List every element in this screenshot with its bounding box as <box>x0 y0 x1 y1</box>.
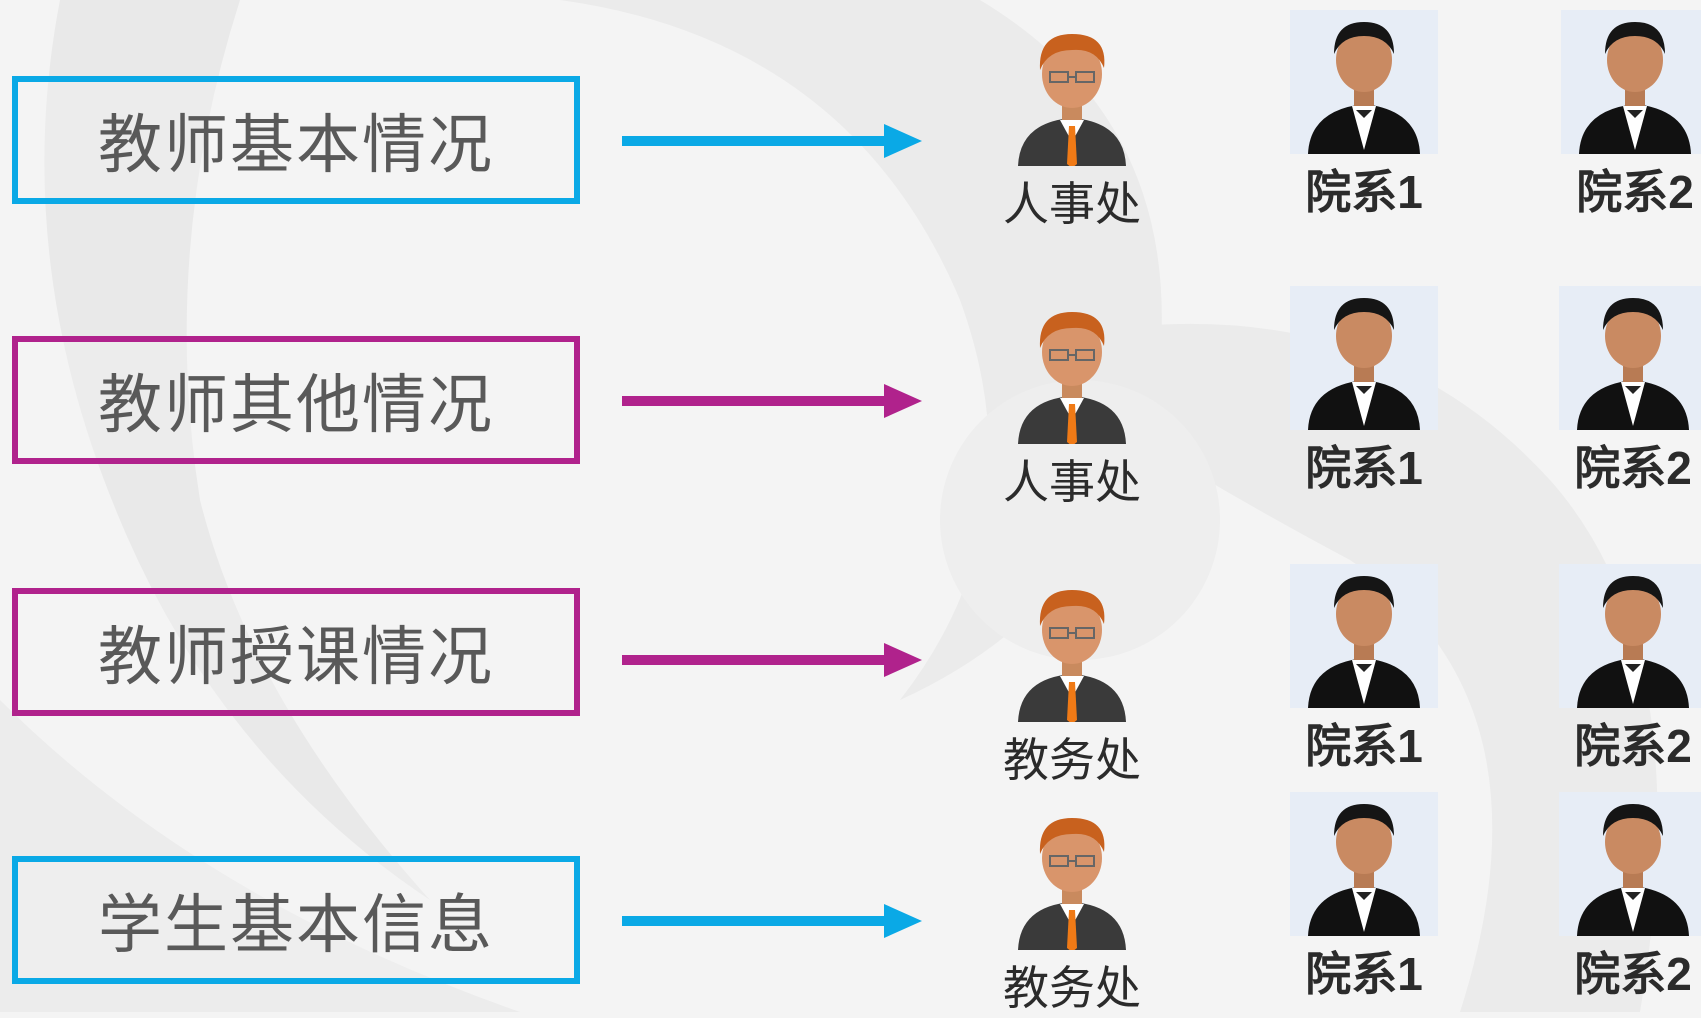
department-node-1: 院系1 <box>1279 286 1449 498</box>
department-node-2: 院系2 <box>1550 10 1701 222</box>
department-node-2: 院系2 <box>1548 564 1701 776</box>
department-person-icon <box>1290 564 1438 708</box>
department-label: 院系2 <box>1574 720 1692 772</box>
row-label-teacher-other: 教师其他情况 <box>12 336 580 464</box>
department-person-icon <box>1561 10 1701 154</box>
office-manager-icon <box>1018 818 1126 950</box>
department-node-2: 院系2 <box>1548 792 1701 1004</box>
office-node: 教务处 <box>987 578 1157 790</box>
office-label: 人事处 <box>1003 178 1141 230</box>
department-node-1: 院系1 <box>1279 792 1449 1004</box>
office-manager-icon <box>1018 34 1126 166</box>
department-label: 院系2 <box>1574 948 1692 1000</box>
department-node-1: 院系1 <box>1279 564 1449 776</box>
department-node-2: 院系2 <box>1548 286 1701 498</box>
department-label: 院系2 <box>1576 166 1694 218</box>
department-person-icon <box>1290 286 1438 430</box>
department-person-icon <box>1559 286 1701 430</box>
office-label: 教务处 <box>1003 962 1141 1014</box>
arrow-right-icon <box>622 643 922 677</box>
row-label-teacher-courses: 教师授课情况 <box>12 588 580 716</box>
office-node: 人事处 <box>987 300 1157 512</box>
department-person-icon <box>1559 792 1701 936</box>
department-node-1: 院系1 <box>1279 10 1449 222</box>
arrow-right-icon <box>622 904 922 938</box>
department-label: 院系1 <box>1305 166 1423 218</box>
department-label: 院系1 <box>1305 948 1423 1000</box>
office-label: 教务处 <box>1003 734 1141 786</box>
department-label: 院系1 <box>1305 720 1423 772</box>
department-person-icon <box>1559 564 1701 708</box>
office-node: 人事处 <box>987 22 1157 234</box>
row-label-student-basic: 学生基本信息 <box>12 856 580 984</box>
arrow-right-icon <box>622 384 922 418</box>
department-label: 院系2 <box>1574 442 1692 494</box>
office-manager-icon <box>1018 590 1126 722</box>
office-label: 人事处 <box>1003 456 1141 508</box>
office-manager-icon <box>1018 312 1126 444</box>
department-person-icon <box>1290 792 1438 936</box>
department-label: 院系1 <box>1305 442 1423 494</box>
office-node: 教务处 <box>987 806 1157 1018</box>
row-label-teacher-basic: 教师基本情况 <box>12 76 580 204</box>
arrow-right-icon <box>622 124 922 158</box>
department-person-icon <box>1290 10 1438 154</box>
